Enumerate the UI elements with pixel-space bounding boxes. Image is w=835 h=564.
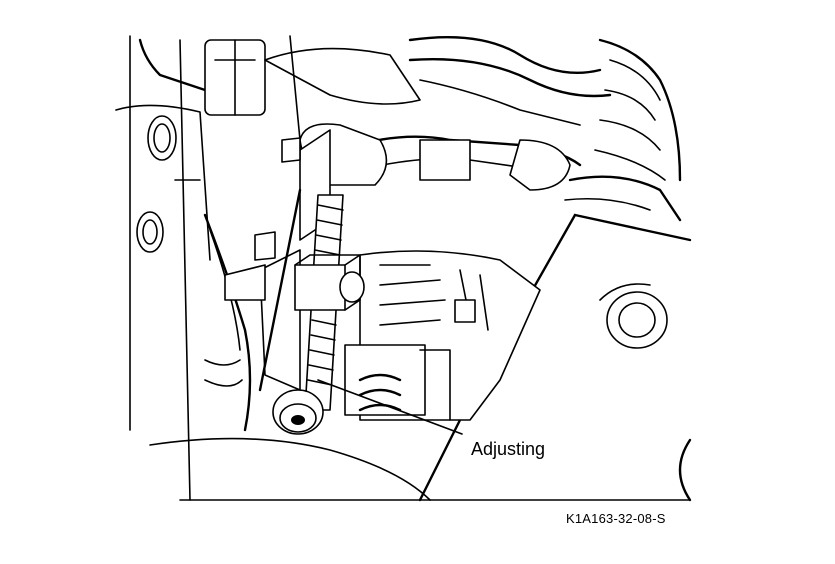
adjusting-bolt (272, 194, 365, 435)
plug-boots (299, 123, 571, 191)
callout-leader (317, 379, 463, 435)
drawing-frame (129, 35, 691, 501)
engine-block (115, 39, 431, 501)
left-bosses (136, 115, 177, 253)
intake-hose (564, 38, 682, 222)
alternator (344, 250, 541, 421)
callout-label-adjusting: Adjusting (471, 439, 546, 459)
figure-code: K1A163-32-08-S (566, 511, 666, 526)
